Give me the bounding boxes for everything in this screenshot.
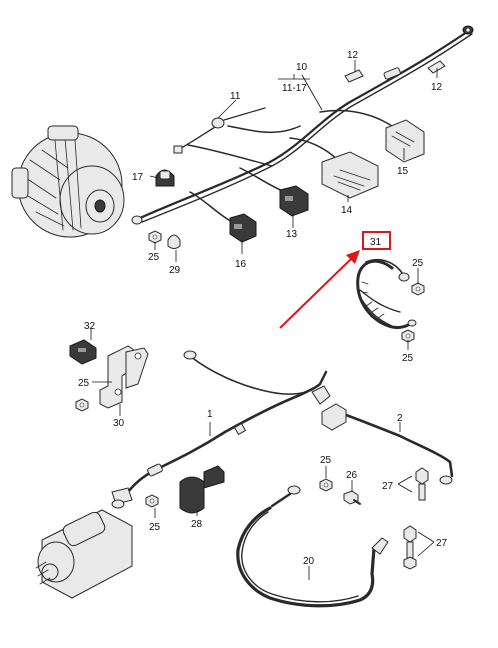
engine-harness-10 bbox=[131, 25, 474, 243]
highlight-arrow bbox=[279, 250, 360, 329]
nut-25-mid bbox=[319, 478, 333, 492]
label-15: 15 bbox=[397, 166, 409, 177]
nut-25-lower-left bbox=[145, 494, 159, 508]
label-30: 30 bbox=[113, 418, 125, 429]
alternator bbox=[11, 125, 125, 238]
nut-25-bracket bbox=[75, 398, 89, 412]
small-connector bbox=[173, 145, 183, 154]
grommet-11 bbox=[211, 117, 225, 129]
label-14: 14 bbox=[341, 205, 353, 216]
label-28: 28 bbox=[191, 519, 203, 530]
connector-13 bbox=[279, 185, 309, 217]
label-25-bracket: 25 bbox=[78, 378, 90, 389]
label-10: 10 bbox=[296, 62, 308, 73]
clip-12-left bbox=[344, 69, 364, 83]
bolt-27-lower bbox=[403, 525, 417, 570]
bracket-30 bbox=[99, 345, 149, 409]
label-25-upper-left: 25 bbox=[148, 252, 160, 263]
leader-lines bbox=[90, 60, 438, 580]
label-17: 17 bbox=[132, 172, 144, 183]
label-16: 16 bbox=[235, 259, 247, 270]
label-27-lower: 27 bbox=[436, 538, 448, 549]
label-25-part31-bottom: 25 bbox=[402, 353, 414, 364]
label-32: 32 bbox=[84, 321, 96, 332]
label-13: 13 bbox=[286, 229, 298, 240]
harness-31 bbox=[356, 258, 417, 330]
label-25-part31-top: 25 bbox=[412, 258, 424, 269]
nut-25-part31-bottom bbox=[401, 329, 415, 343]
bolt-26 bbox=[343, 490, 361, 505]
label-12-right: 12 bbox=[431, 82, 443, 93]
label-11: 11 bbox=[230, 91, 241, 102]
label-31: 31 bbox=[370, 237, 382, 248]
battery-cable-1 bbox=[111, 350, 331, 509]
connector-16 bbox=[229, 213, 257, 243]
label-29: 29 bbox=[169, 265, 181, 276]
label-27-upper: 27 bbox=[382, 481, 394, 492]
ground-strap-20 bbox=[236, 485, 389, 608]
label-20: 20 bbox=[303, 556, 315, 567]
callout-labels: 10 11-17 11 12 12 15 14 13 16 17 25 29 3… bbox=[78, 50, 448, 567]
connector-15 bbox=[385, 119, 425, 163]
nut-25-part31-top bbox=[411, 282, 425, 296]
bolt-27-upper bbox=[415, 467, 429, 501]
clip-12-right bbox=[427, 60, 446, 74]
nut-25-upper-left bbox=[148, 230, 162, 244]
cover-28 bbox=[179, 465, 225, 514]
label-12-left: 12 bbox=[347, 50, 359, 61]
highlight-box-31 bbox=[362, 231, 391, 250]
label-1: 1 bbox=[207, 409, 213, 420]
cap-29 bbox=[167, 234, 181, 249]
starter-motor bbox=[35, 509, 133, 599]
label-2: 2 bbox=[397, 413, 403, 424]
label-26: 26 bbox=[346, 470, 358, 481]
label-25-lower-left: 25 bbox=[149, 522, 161, 533]
connector-32 bbox=[69, 339, 97, 365]
connector-14 bbox=[321, 151, 379, 199]
label-25-mid: 25 bbox=[320, 455, 332, 466]
cable-2 bbox=[321, 403, 454, 485]
label-11-17: 11-17 bbox=[282, 83, 307, 94]
